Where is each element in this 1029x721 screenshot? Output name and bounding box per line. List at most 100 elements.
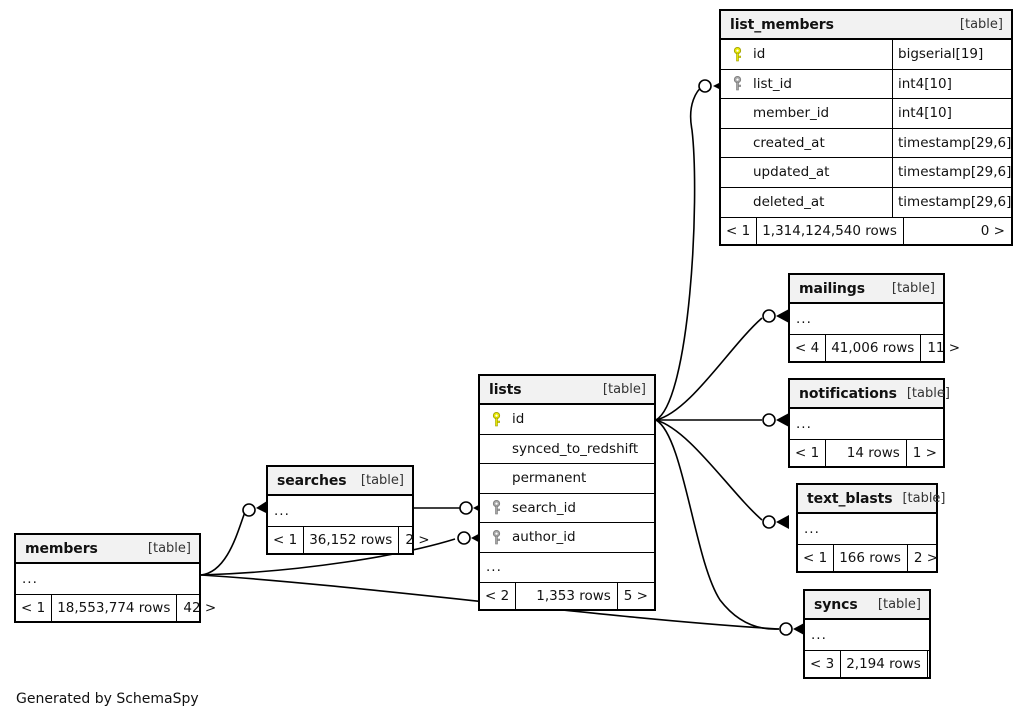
column-name: deleted_at [753,194,825,211]
table-lists[interactable]: lists [table] id synced_to_redshift [478,374,656,611]
footer-parent-count[interactable]: < 4 [790,334,827,361]
column-type: int4[10] [892,99,1011,128]
footer-row-count: 14 rows [826,439,907,466]
table-type-tag: [table] [902,491,946,506]
table-row[interactable]: permanent [480,464,654,494]
table-row[interactable]: author_id [480,523,654,553]
footer-parent-count[interactable]: < 3 [805,650,842,677]
gray-key-icon [727,76,747,91]
table-header: text_blasts [table] [798,485,946,514]
table-type-tag: [table] [891,281,935,296]
table-title: members [25,540,98,557]
table-title: text_blasts [807,490,893,507]
table-footer: < 3 2,194 rows [805,649,929,677]
more-columns-indicator: ... [486,559,502,576]
column-name: list_id [753,75,792,92]
column-name: author_id [512,529,576,546]
column-name: search_id [512,499,576,516]
yellow-key-icon [727,46,747,62]
footer-row-count: 18,553,774 rows [52,594,178,621]
table-title: searches [277,472,347,489]
more-columns-indicator: ... [22,570,38,587]
table-type-tag: [table] [906,386,950,401]
table-list_members[interactable]: list_members [table] id bigserial[19] [719,9,1013,246]
table-title: lists [489,381,522,398]
table-footer: < 1 18,553,774 rows 42 > [16,593,216,621]
table-mailings[interactable]: mailings [table] ... < 4 41,006 rows 11 … [788,273,960,363]
table-header: members [table] [16,535,199,564]
column-name: synced_to_redshift [512,440,639,457]
table-members[interactable]: members [table] ... < 1 18,553,774 rows … [14,533,216,623]
table-title: list_members [730,16,834,33]
footer-child-count[interactable]: 1 > [912,444,937,461]
more-columns-indicator: ... [804,520,820,537]
footer-parent-count[interactable]: < 1 [268,526,305,553]
gray-key-icon [486,500,506,515]
table-row[interactable]: synced_to_redshift [480,435,654,464]
column-name: permanent [512,470,587,487]
edge-lists-mailings [655,317,763,421]
footer-child-count[interactable]: 0 > [980,223,1005,239]
table-header: mailings [table] [790,275,943,304]
table-notifications[interactable]: notifications [table] ... < 1 14 rows 1 … [788,378,950,468]
table-text_blasts[interactable]: text_blasts [table] ... < 1 166 rows 2 > [796,483,946,573]
footer-child-count[interactable]: 5 > [623,588,648,604]
more-columns-indicator: ... [811,626,827,643]
table-row[interactable]: list_id int4[10] [721,69,1011,99]
table-row[interactable]: deleted_at timestamp[29,6] [721,187,1011,217]
table-type-tag: [table] [877,597,921,612]
table-header: lists [table] [480,376,654,405]
column-name: updated_at [753,164,830,181]
footer-parent-count[interactable]: < 2 [480,583,517,609]
table-row[interactable]: search_id [480,494,654,523]
table-row[interactable]: id bigserial[19] [721,40,1011,70]
footer-row-count: 36,152 rows [304,526,400,553]
column-list: id synced_to_redshift permanent [480,405,654,582]
table-type-tag: [table] [602,382,646,397]
footer-row-count: 166 rows [834,544,908,571]
footer-row-count: 2,194 rows [841,650,928,677]
footer-parent-count[interactable]: < 1 [790,439,827,466]
table-type-tag: [table] [360,473,404,488]
table-title: mailings [799,280,865,297]
column-name: member_id [753,105,830,122]
footer-parent-count[interactable]: < 1 [798,544,835,571]
table-footer: < 4 41,006 rows 11 > [790,333,960,361]
column-list: id bigserial[19] list_id int4[10] member… [721,40,1011,217]
gray-key-icon [486,529,506,545]
column-type: bigserial[19] [892,40,1011,69]
column-type: timestamp[29,6] [892,187,1011,217]
table-footer: < 1 166 rows 2 > [798,543,938,571]
table-header: searches [table] [268,467,412,496]
footer-parent-count[interactable]: < 1 [16,594,53,621]
footer-child-count[interactable]: 2 > [405,531,430,548]
footer-parent-count[interactable]: < 1 [721,218,758,244]
yellow-key-icon [486,411,506,427]
table-row[interactable]: member_id int4[10] [721,99,1011,129]
table-title: notifications [799,385,897,402]
table-type-tag: [table] [147,541,191,556]
column-name: id [512,411,525,428]
column-name: id [753,46,766,63]
footer-row-count: 41,006 rows [826,334,922,361]
generated-by-label: Generated by SchemaSpy [16,691,199,707]
more-columns-indicator: ... [796,415,812,432]
footer-child-count[interactable]: 42 > [183,599,217,616]
footer-child-count[interactable] [928,651,948,677]
table-syncs[interactable]: syncs [table] ... < 3 2,194 rows [803,589,931,679]
edge-lists-text_blasts [655,419,763,521]
table-row[interactable]: id [480,405,654,435]
table-searches[interactable]: searches [table] ... < 1 36,152 rows 2 > [266,465,430,555]
table-header: list_members [table] [721,11,1011,40]
table-header: syncs [table] [805,591,929,620]
footer-child-count[interactable]: 11 > [927,339,961,356]
column-type: timestamp[29,6] [892,128,1011,157]
table-row[interactable]: updated_at timestamp[29,6] [721,158,1011,188]
table-footer: < 1 36,152 rows 2 > [268,525,430,553]
edge-lists-syncs [655,419,780,630]
column-type: int4[10] [892,69,1011,98]
table-row[interactable]: created_at timestamp[29,6] [721,128,1011,158]
table-type-tag: [table] [959,17,1003,32]
footer-child-count[interactable]: 2 > [913,549,939,566]
